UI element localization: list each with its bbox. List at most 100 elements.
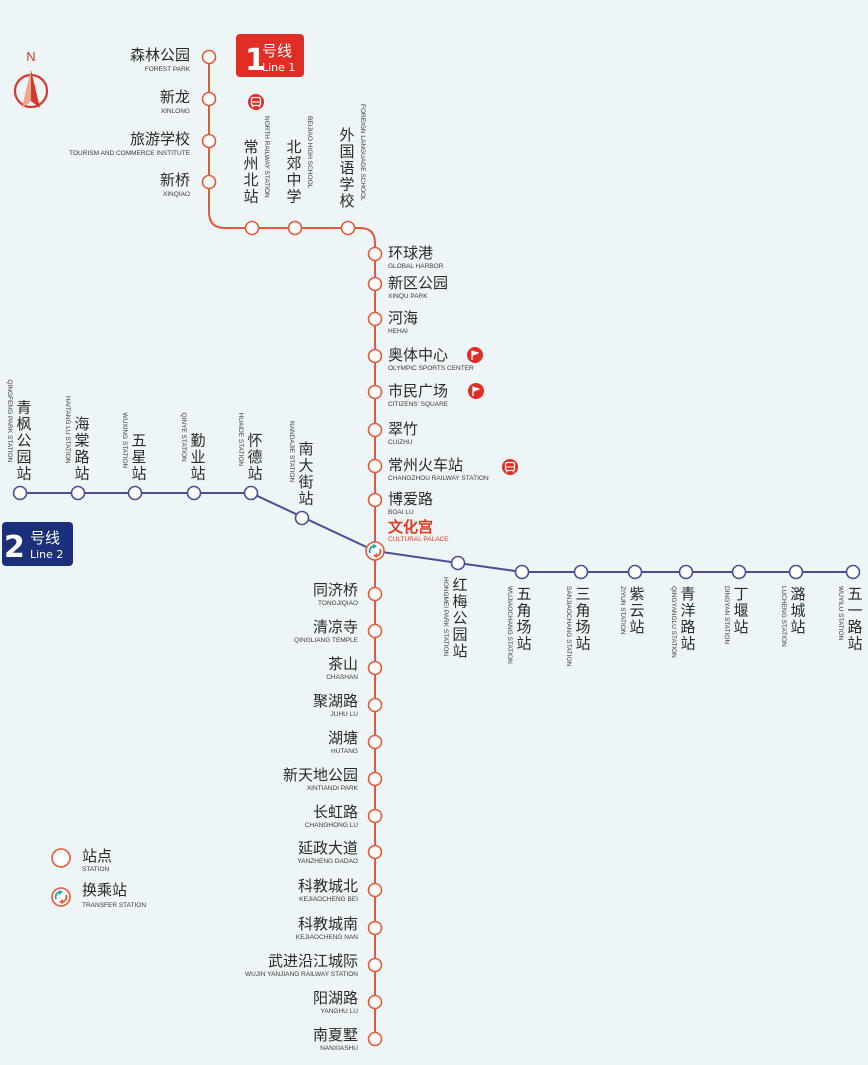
line2-station[interactable] xyxy=(127,485,143,501)
line2-station[interactable] xyxy=(243,485,259,501)
compass: N xyxy=(13,49,49,109)
line1-station[interactable] xyxy=(367,808,383,824)
station-name: 湖塘 xyxy=(328,729,358,747)
station-name: 南大街站 xyxy=(298,440,313,508)
flag-icon xyxy=(468,383,484,399)
line2-track xyxy=(20,492,853,573)
line2-station[interactable] xyxy=(186,485,202,501)
line1-station[interactable] xyxy=(367,660,383,676)
station-name: 翠竹 xyxy=(388,420,418,438)
line2-station[interactable] xyxy=(845,564,861,580)
station-name-en: KEJIAOCHENG BEI xyxy=(299,896,358,903)
station-name-en: JUHU LU xyxy=(331,711,359,718)
station-name: 旅游学校 xyxy=(130,130,190,148)
station-name-en: HEHAI xyxy=(388,328,408,335)
station-name: 海棠路站 xyxy=(74,415,89,483)
line1-station[interactable] xyxy=(367,311,383,327)
station-name-en: TONGJIQIAO xyxy=(318,600,358,607)
line1-station[interactable] xyxy=(367,276,383,292)
station-name: 青洋路站 xyxy=(680,585,695,653)
transfer-station-cultural-palace[interactable] xyxy=(365,541,385,561)
line1-station[interactable] xyxy=(367,492,383,508)
station-name-en: CITIZENS' SQUARE xyxy=(388,401,449,408)
station-name-en: HAITANG LU STATION xyxy=(64,396,71,464)
station-name-en: WUXING STATION xyxy=(121,413,128,469)
station-name-en: KEJIAOCHENG NAN xyxy=(296,934,358,941)
line2-station[interactable] xyxy=(294,510,310,526)
railway-icon xyxy=(502,459,518,475)
line1-station[interactable] xyxy=(244,220,260,236)
station-name-en: TOURISM AND COMMERCE INSTITUTE xyxy=(69,150,191,157)
railway-icon xyxy=(248,94,264,110)
line2-station[interactable] xyxy=(731,564,747,580)
line1-station[interactable] xyxy=(367,586,383,602)
line2-station[interactable] xyxy=(788,564,804,580)
line2-station[interactable] xyxy=(627,564,643,580)
station-name: 红梅公园站 xyxy=(452,576,467,660)
station-name-en: QINGLIANG TEMPLE xyxy=(294,637,358,644)
station-name-en: BEIJIAO HIGH SCHOOL xyxy=(306,116,313,189)
station-name-en: NORTH RAILWAY STATION xyxy=(263,116,270,198)
station-name: 常州火车站 xyxy=(388,456,463,474)
line1-station[interactable] xyxy=(201,91,217,107)
line1-station[interactable] xyxy=(367,920,383,936)
line1-station[interactable] xyxy=(367,348,383,364)
line2-badge: 2 号线 Line 2 xyxy=(2,522,73,566)
station-name: 武进沿江城际 xyxy=(268,952,358,970)
station-name-en: OLYMPIC SPORTS CENTER xyxy=(388,365,474,372)
station-name: 五一路站 xyxy=(847,585,862,653)
station-name-en: XINQIAO xyxy=(163,191,190,198)
line1-station[interactable] xyxy=(367,697,383,713)
line1-station[interactable] xyxy=(367,994,383,1010)
legend-transfer-icon xyxy=(51,887,71,907)
station-name-en: DINGYAN STATION xyxy=(723,586,730,644)
legend-station-symbol xyxy=(51,848,71,868)
line1-station[interactable] xyxy=(367,1031,383,1047)
line1-station[interactable] xyxy=(367,623,383,639)
station-name: 聚湖路 xyxy=(313,692,358,710)
line1-station[interactable] xyxy=(201,133,217,149)
line1-station[interactable] xyxy=(201,49,217,65)
line2-station[interactable] xyxy=(573,564,589,580)
legend-transfer-label: 换乘站 xyxy=(82,881,127,899)
line2-station[interactable] xyxy=(12,485,28,501)
station-name: 市民广场 xyxy=(388,382,448,400)
station-name-en: HUTANG xyxy=(331,748,358,755)
station-name: 新龙 xyxy=(160,88,190,106)
station-name-en: CHASHAN xyxy=(326,674,358,681)
line1-station[interactable] xyxy=(367,844,383,860)
station-name: 同济桥 xyxy=(313,581,358,599)
line1-station[interactable] xyxy=(367,957,383,973)
line2-station[interactable] xyxy=(678,564,694,580)
line2-station[interactable] xyxy=(514,564,530,580)
station-name-en: XINQU PARK xyxy=(388,293,428,300)
station-name-en: CHANGHONG LU xyxy=(305,822,358,829)
line1-station[interactable] xyxy=(367,771,383,787)
line1-station[interactable] xyxy=(367,458,383,474)
line1-station[interactable] xyxy=(340,220,356,236)
line1-station[interactable] xyxy=(367,422,383,438)
station-name: 博爱路 xyxy=(388,490,433,508)
legend-transfer-en: TRANSFER STATION xyxy=(82,902,146,909)
station-name: 怀德站 xyxy=(247,432,262,483)
line2-station[interactable] xyxy=(70,485,86,501)
line1-station[interactable] xyxy=(367,882,383,898)
station-name-en: XINLONG xyxy=(161,108,190,115)
station-name: 森林公园 xyxy=(130,46,190,64)
station-name-en: ZIYUN STATION xyxy=(619,586,626,635)
line1-station[interactable] xyxy=(367,246,383,262)
station-name: 环球港 xyxy=(388,244,433,262)
station-name: 外国语学校 xyxy=(339,126,354,210)
station-name-en: FOREIGN LANGUAGE SCHOOL xyxy=(359,104,366,201)
line1-station[interactable] xyxy=(367,734,383,750)
legend: 站点 STATION 换乘站 TRANSFER STATION xyxy=(51,847,146,909)
station-name-en: NANDAJIE STATION xyxy=(288,421,295,482)
line1-station[interactable] xyxy=(201,174,217,190)
line1-station[interactable] xyxy=(287,220,303,236)
station-name-en: XINTIANDI PARK xyxy=(307,785,359,792)
line2-station[interactable] xyxy=(450,555,466,571)
line1-station[interactable] xyxy=(367,384,383,400)
line2-number: 2 xyxy=(4,530,25,565)
